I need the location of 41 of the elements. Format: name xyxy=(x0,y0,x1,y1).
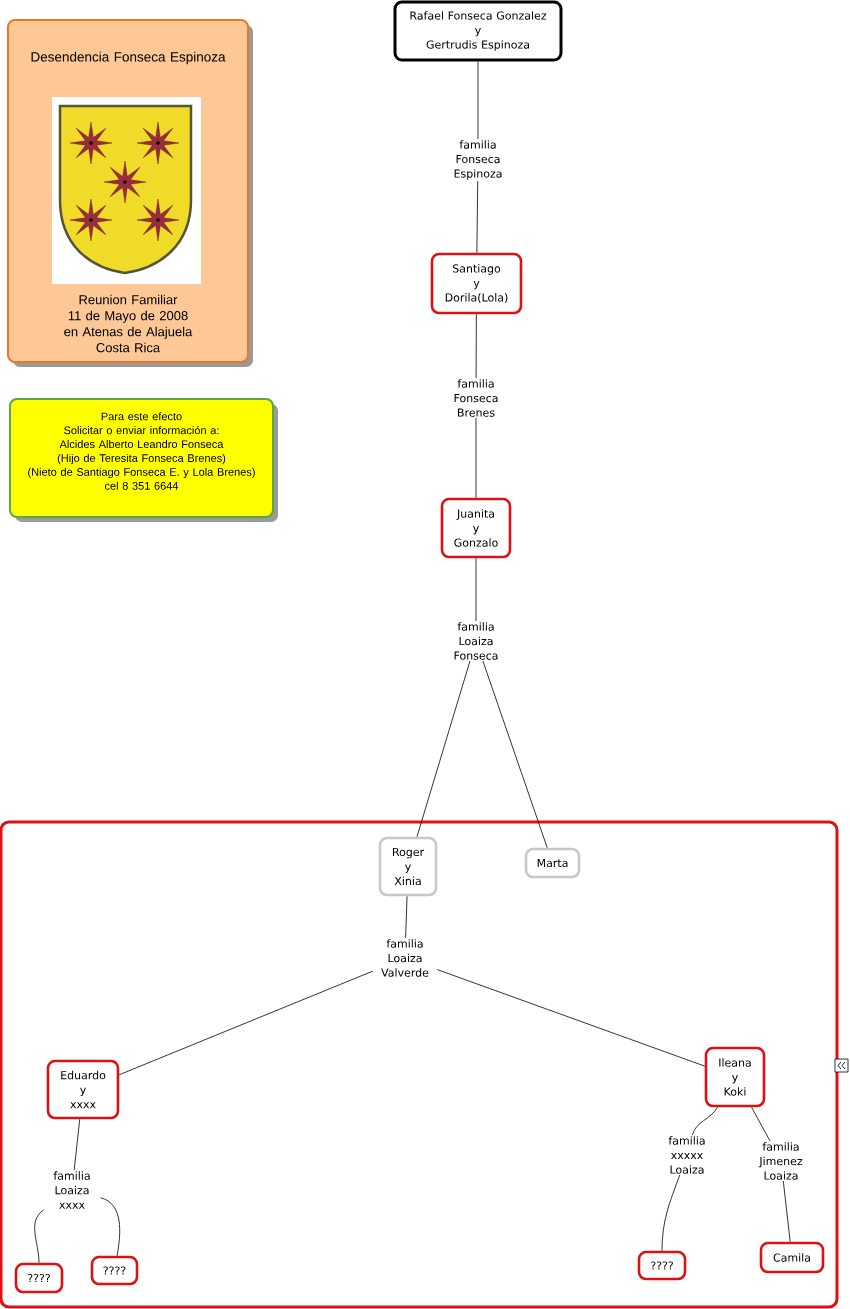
concept-box: Santiago y Dorila(Lola) xyxy=(430,252,523,315)
concept-box: Camila xyxy=(759,1241,825,1274)
linking-phrase: familia Fonseca Espinoza xyxy=(454,140,502,180)
concept-box: Roger y Xinia xyxy=(378,836,438,897)
connector-line xyxy=(751,1106,771,1142)
connector-line xyxy=(416,660,471,838)
connector-line xyxy=(405,895,408,939)
linking-phrase: familia xxxxx Loaiza xyxy=(668,1136,705,1174)
concept-box: ???? xyxy=(637,1250,687,1281)
connector-line xyxy=(118,970,374,1076)
connector-line xyxy=(661,1174,681,1252)
connector-line xyxy=(34,1209,44,1264)
connector-line xyxy=(475,557,477,622)
group-frame xyxy=(0,820,839,1309)
connector-line xyxy=(782,1180,791,1243)
connector-line xyxy=(100,1197,121,1257)
connector-line xyxy=(475,313,477,379)
connector-line xyxy=(482,660,548,849)
linking-phrase: familia Loaiza Fonseca xyxy=(454,622,498,660)
connector-line xyxy=(475,417,477,499)
concept-box: Rafael Fonseca Gonzalez y Gertrudis Espinoza xyxy=(393,0,563,62)
card-title: Desendencia Fonseca Espinoza xyxy=(31,51,226,65)
concept-box: ???? xyxy=(90,1255,139,1286)
connector-line xyxy=(691,1106,718,1136)
linking-phrase: familia Jimenez Loaiza xyxy=(758,1142,803,1180)
concept-box: Juanita y Gonzalo xyxy=(440,497,512,559)
concept-box: Ileana y Koki xyxy=(704,1046,766,1108)
connector-line xyxy=(476,180,479,254)
linking-phrase: familia Loaiza Valverde xyxy=(381,939,429,977)
connector-line xyxy=(436,969,706,1067)
concept-box: Eduardo y xxxx xyxy=(46,1059,120,1120)
linking-phrase: familia Fonseca Brenes xyxy=(454,379,498,417)
linking-phrase: familia Loaiza xxxx xyxy=(53,1171,90,1209)
info-card xyxy=(7,19,253,367)
concept-box: Marta xyxy=(524,847,581,879)
contact-text: Para este efecto Solicitar o enviar información a: Alcides Alberto Leandro Fonseca (Hijo de Teresita Fonseca Brenes) (Nieto de Santiago Fonseca E. y Lola Brenes) cel 8 351 6644 xyxy=(28,412,255,490)
concept-box: ???? xyxy=(14,1262,64,1294)
info-card xyxy=(9,398,278,522)
connector-line xyxy=(73,1118,81,1171)
connector-line xyxy=(477,61,479,140)
card-text: Reunion Familiar 11 de Mayo de 2008 en Atenas de Alajuela Costa Rica xyxy=(64,294,193,353)
